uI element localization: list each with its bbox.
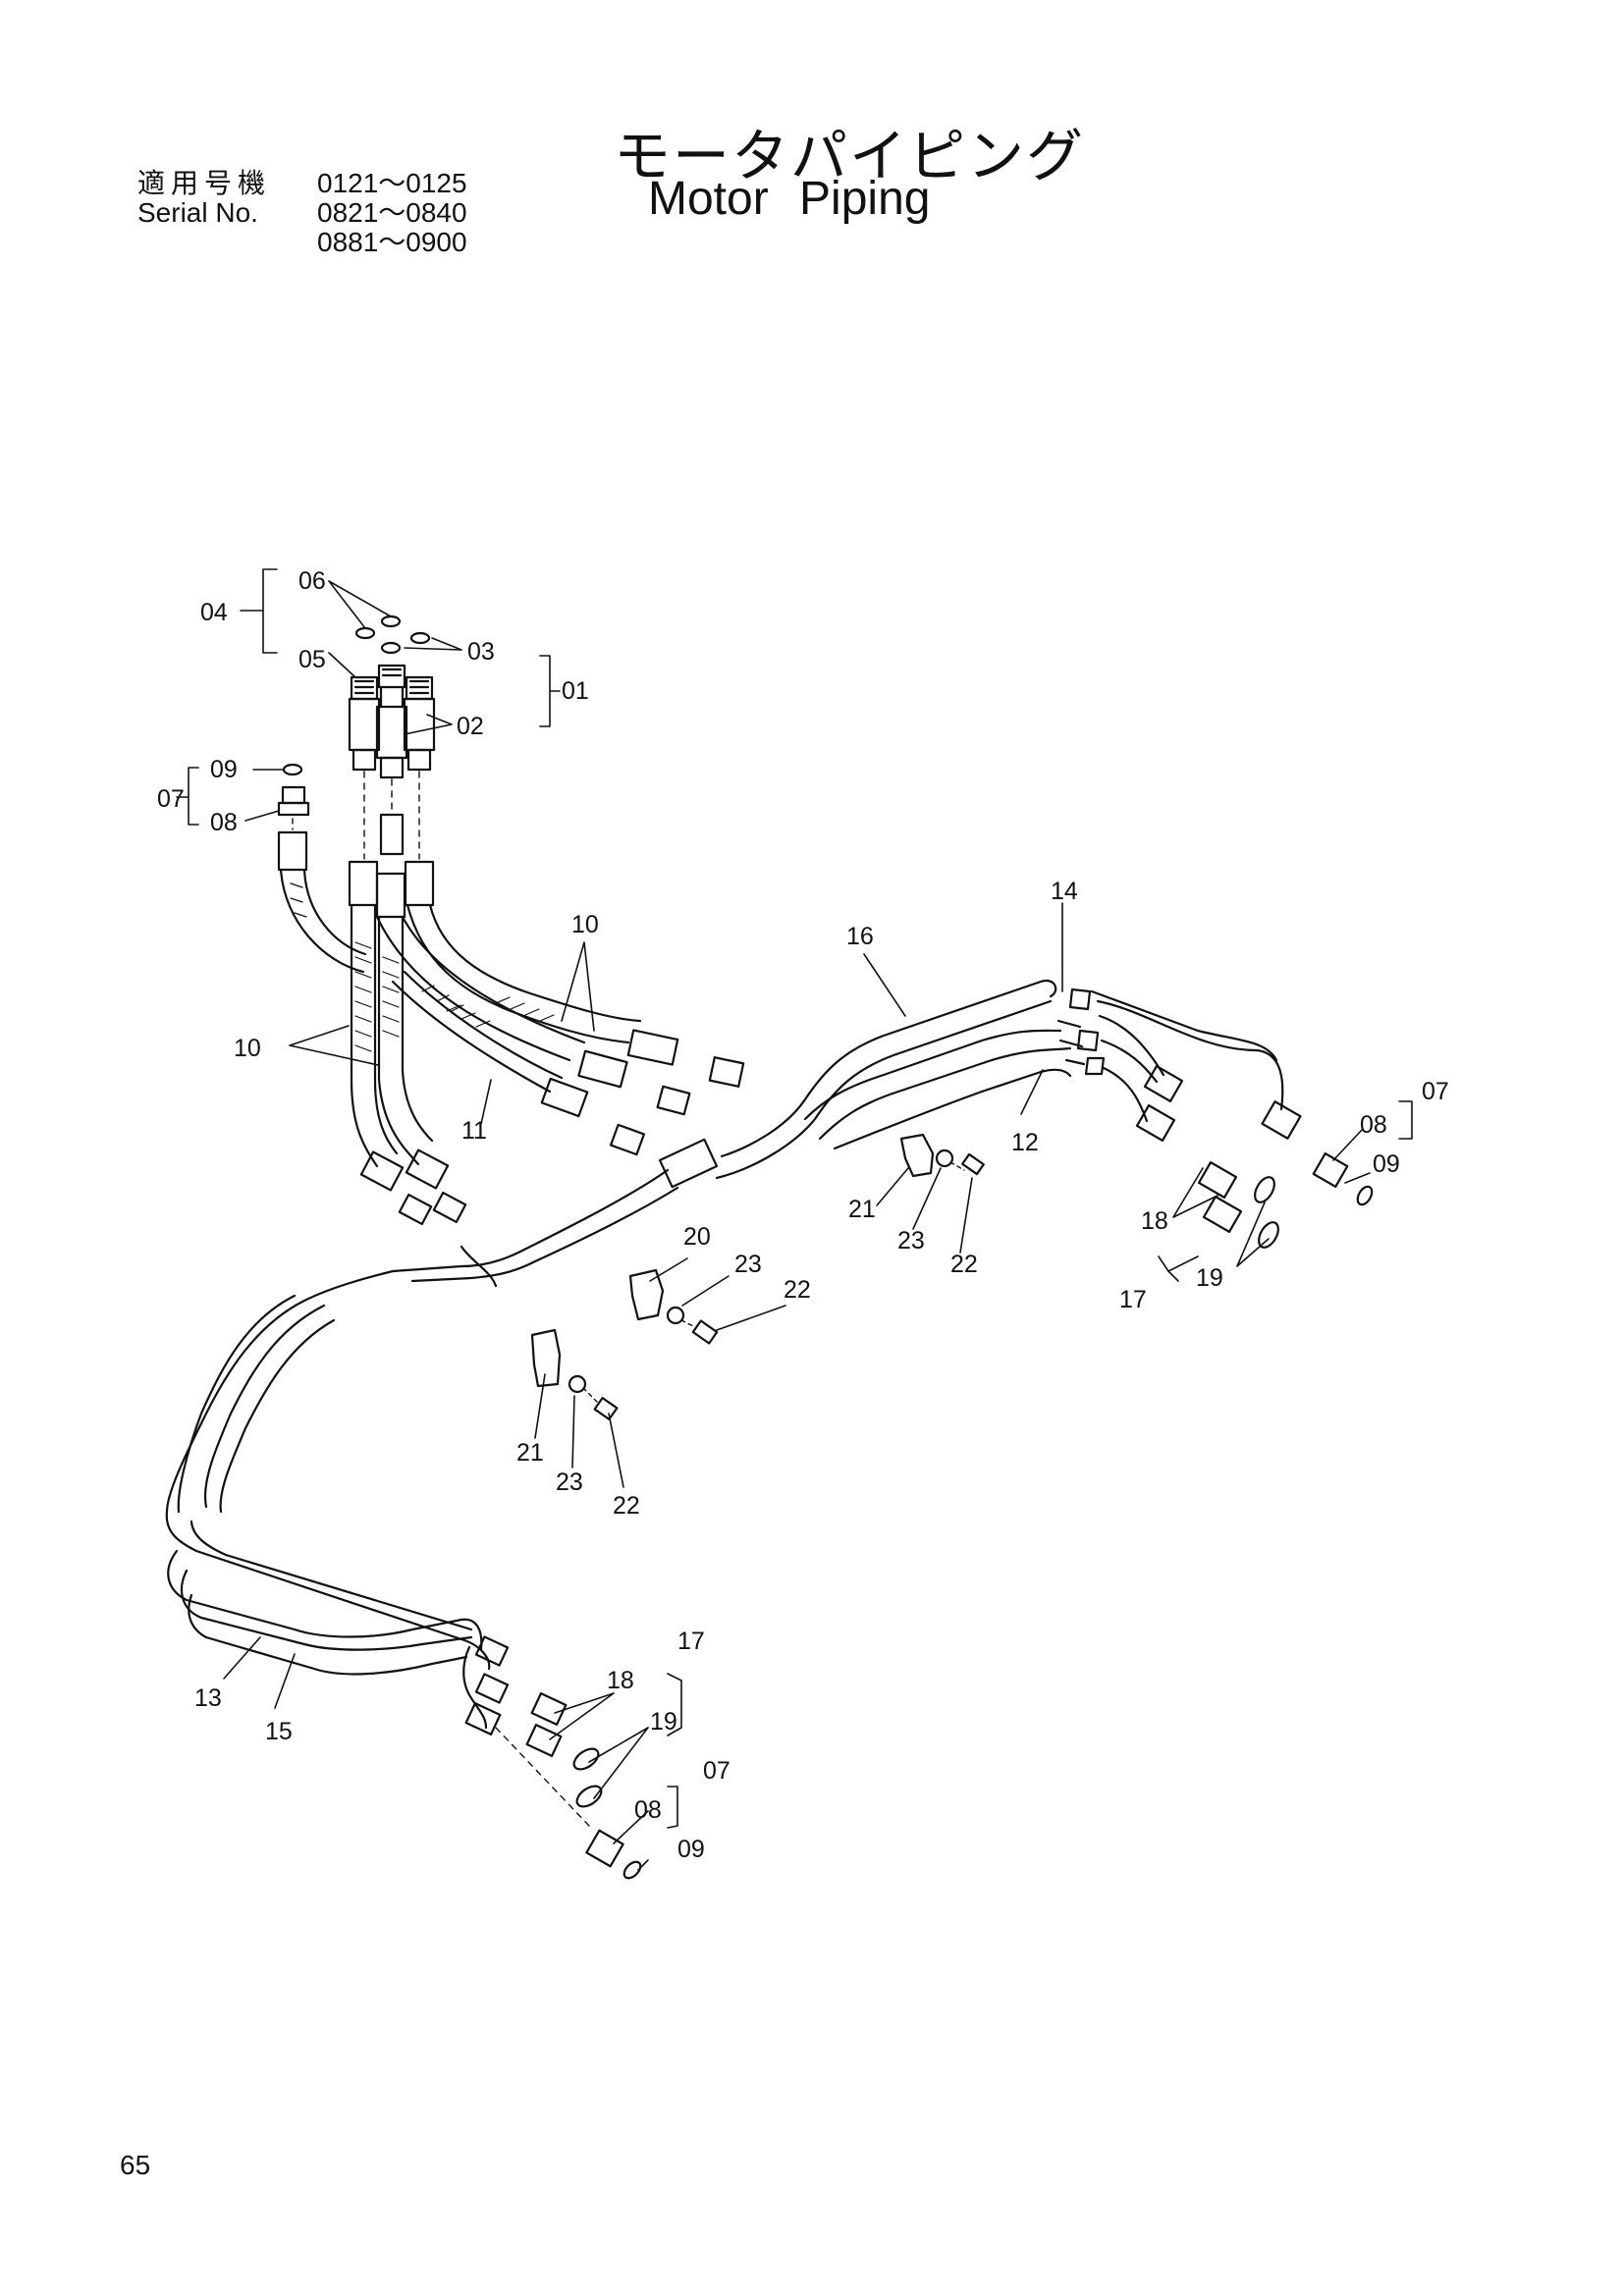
tee-fitting xyxy=(658,1138,719,1189)
pipes xyxy=(165,979,1284,1735)
callout-label: 07 xyxy=(703,1757,730,1785)
washer-23 xyxy=(935,1148,954,1168)
callout-labels: 06 04 03 05 01 02 09 07 08 10 10 11 12 1… xyxy=(157,567,1449,1863)
bolt-22 xyxy=(593,1397,619,1420)
page-title-japanese: モータパイピング xyxy=(614,123,1086,189)
washer-23 xyxy=(666,1306,685,1325)
upper-fitting-assembly xyxy=(277,614,436,860)
callout-label: 18 xyxy=(607,1667,634,1694)
callout-label: 19 xyxy=(650,1708,677,1735)
o-ring-09 xyxy=(282,763,303,776)
callout-label: 12 xyxy=(1011,1129,1039,1156)
callout-label: 16 xyxy=(846,923,874,950)
callout-label: 01 xyxy=(562,677,589,705)
bolt-22 xyxy=(961,1152,985,1176)
callout-label: 19 xyxy=(1196,1264,1223,1292)
callout-label: 17 xyxy=(677,1628,705,1655)
callout-label: 18 xyxy=(1141,1207,1168,1235)
callout-label: 09 xyxy=(677,1836,705,1863)
leader-lines xyxy=(176,568,1413,1871)
elbow-08 xyxy=(277,785,310,817)
callout-label: 08 xyxy=(210,809,238,836)
callout-label: 07 xyxy=(1422,1078,1449,1105)
lower-fitting-group xyxy=(495,1692,642,1880)
o-ring-03 xyxy=(380,641,402,655)
callout-label: 10 xyxy=(234,1035,261,1062)
clamp-20 xyxy=(628,1268,665,1321)
callout-label: 23 xyxy=(897,1227,925,1255)
clamp-group-upper xyxy=(899,1133,985,1178)
callout-label: 02 xyxy=(457,713,484,740)
clamp-group-lower xyxy=(530,1328,619,1420)
callout-label: 08 xyxy=(634,1796,662,1824)
callout-label: 21 xyxy=(516,1439,544,1467)
callout-label: 10 xyxy=(571,911,599,938)
callout-label: 11 xyxy=(461,1117,487,1145)
serial-range: 0881～0900 xyxy=(317,227,467,257)
right-fitting-group xyxy=(1135,1065,1374,1249)
callout-label: 20 xyxy=(683,1223,711,1251)
adapter-02-right xyxy=(403,675,436,772)
serial-range: 0121～0125 xyxy=(317,168,467,198)
callout-label: 09 xyxy=(1373,1150,1400,1178)
callout-label: 05 xyxy=(298,646,326,673)
callout-label: 14 xyxy=(1051,878,1078,905)
callout-label: 03 xyxy=(467,638,495,666)
callout-label: 06 xyxy=(298,567,326,595)
hoses xyxy=(277,813,745,1226)
callout-label: 23 xyxy=(556,1468,583,1496)
callout-label: 08 xyxy=(1360,1111,1387,1139)
washer-23 xyxy=(568,1374,587,1394)
callout-label: 09 xyxy=(210,756,238,783)
callout-label: 13 xyxy=(194,1684,222,1712)
page-number: 65 xyxy=(120,2150,151,2180)
callout-label: 17 xyxy=(1119,1286,1147,1313)
callout-label: 22 xyxy=(784,1276,811,1304)
callout-label: 22 xyxy=(950,1251,978,1278)
callout-label: 23 xyxy=(734,1251,762,1278)
callout-label: 21 xyxy=(848,1196,876,1223)
callout-label: 04 xyxy=(200,599,228,626)
adapter-02-left xyxy=(348,675,381,772)
adapter-02-center xyxy=(375,664,408,779)
serial-range: 0821～0840 xyxy=(317,197,467,228)
callout-label: 15 xyxy=(265,1718,293,1745)
o-ring-03 xyxy=(409,631,431,645)
serial-label-english: Serial No. xyxy=(137,197,258,228)
clamp-21 xyxy=(899,1133,935,1178)
serial-label-japanese: 適用号機 xyxy=(137,168,272,198)
clamp-group-middle xyxy=(628,1268,719,1345)
o-ring-06 xyxy=(380,614,402,628)
bolt-22 xyxy=(691,1319,719,1345)
serial-number-block: 適用号機 0121～0125 Serial No. 0821～0840 0881… xyxy=(137,169,467,257)
o-ring-06 xyxy=(354,626,376,640)
callout-label: 22 xyxy=(613,1492,640,1520)
callout-label: 07 xyxy=(157,785,185,813)
clamp-21 xyxy=(530,1328,562,1388)
page-title-english: Motor Piping xyxy=(648,173,931,225)
